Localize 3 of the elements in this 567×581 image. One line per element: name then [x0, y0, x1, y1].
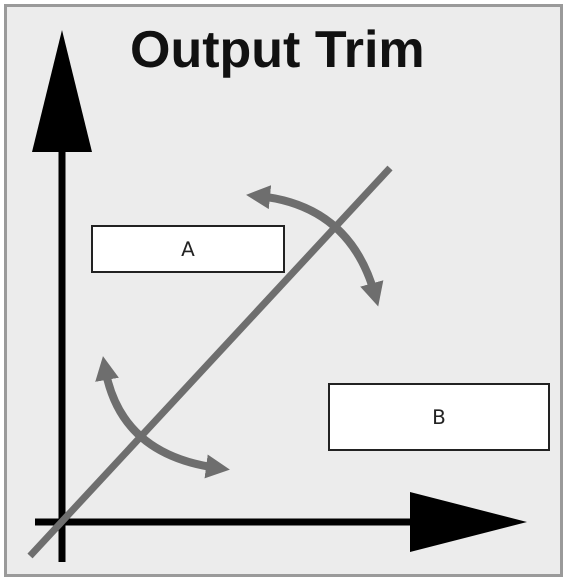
label-box: A: [91, 225, 285, 273]
title: Output Trim: [130, 20, 425, 80]
label-box: B: [328, 383, 550, 451]
